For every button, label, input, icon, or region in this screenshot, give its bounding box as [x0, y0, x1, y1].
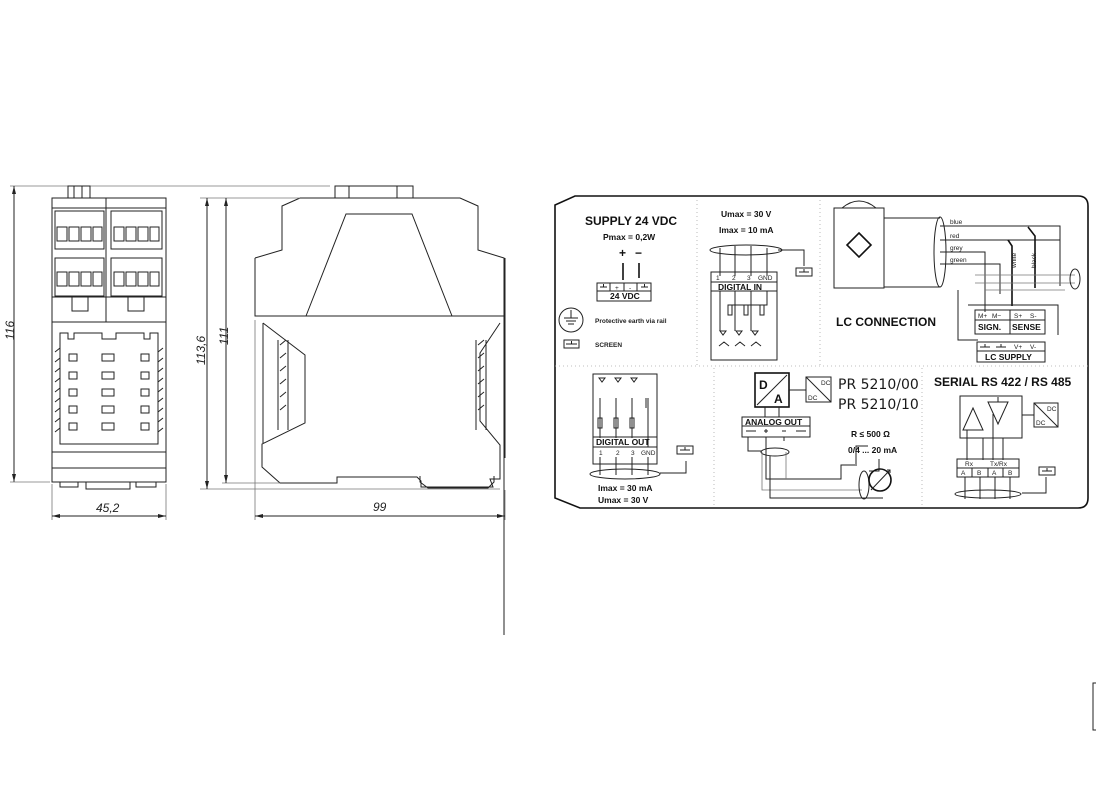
dc-dc-converter-icon: DC DC [805, 376, 832, 403]
digital-in-umax: Umax = 30 V [721, 209, 772, 219]
load-resistance: R ≤ 500 Ω [851, 429, 890, 439]
protective-earth-icon [558, 307, 584, 333]
txrx-label: Tx/Rx [990, 461, 1008, 468]
serial-terminal-a1: A [961, 470, 966, 477]
earth-legend: Protective earth via rail [595, 318, 667, 325]
rx-label: Rx [965, 461, 974, 468]
digital-in-label: DIGITAL IN [718, 282, 762, 292]
digital-out-terminal-3: 3 [631, 450, 635, 457]
wire-grey: grey [950, 245, 963, 252]
serial-section: SERIAL RS 422 / RS 485 DC DC Rx Tx/Rx A … [934, 375, 1072, 499]
lc-supply-v-plus: V+ [1014, 344, 1022, 351]
current-range: 0/4 ... 20 mA [848, 445, 897, 455]
model-pr-5210-00: PR 5210/00 [838, 377, 919, 393]
digital-out-terminal-gnd: GND [641, 450, 656, 457]
page-edge-mark [1092, 682, 1096, 731]
plus-sign: + [619, 246, 626, 260]
ammeter-icon [868, 468, 892, 492]
supply-section: SUPPLY 24 VDC Pmax = 0,2W + − + - 24 VDC… [558, 214, 677, 349]
screen-legend: SCREEN [595, 342, 622, 349]
dimension-116: 116 [3, 321, 17, 340]
terminal-minus: - [629, 285, 631, 292]
dimension-111: 111 [217, 327, 231, 345]
serial-dc-dc-icon: DC DC [1033, 402, 1059, 428]
analog-out-label: ANALOG OUT [745, 417, 803, 427]
lc-connection-title: LC CONNECTION [836, 315, 936, 329]
serial-terminal-a2: A [992, 470, 997, 477]
digital-in-terminal-2: 2 [732, 275, 736, 282]
terminal-plus: + [615, 285, 619, 292]
dac-a: A [774, 392, 783, 406]
digital-out-label: DIGITAL OUT [596, 437, 650, 447]
dimension-45-2: 45,2 [96, 501, 120, 515]
digital-in-imax: Imax = 10 mA [719, 225, 774, 235]
model-pr-5210-10: PR 5210/10 [838, 397, 919, 413]
load-cell-bridge-icon [845, 231, 873, 259]
supply-terminal-label: 24 VDC [610, 291, 640, 301]
dimension-99: 99 [373, 500, 387, 514]
wire-green: green [950, 257, 967, 264]
lc-supply-label: LC SUPPLY [985, 352, 1032, 362]
digital-in-terminal-gnd: GND [758, 275, 773, 282]
serial-dc-top: DC [1047, 406, 1057, 413]
serial-terminal-b2: B [1008, 470, 1012, 477]
lc-supply-v-minus: V- [1030, 344, 1036, 351]
digital-out-terminal-1: 1 [599, 450, 603, 457]
wire-red: red [950, 233, 960, 240]
minus-sign: − [635, 246, 642, 260]
digital-out-section: DIGITAL OUT 1 2 3 GND Imax = 30 mA Umax … [589, 373, 694, 505]
supply-pmax: Pmax = 0,2W [603, 232, 656, 242]
sense-label: SENSE [1012, 322, 1041, 332]
supply-title: SUPPLY 24 VDC [585, 214, 677, 228]
sign-label: SIGN. [978, 322, 1001, 332]
wire-black: black [1031, 252, 1038, 268]
wire-blue: blue [950, 219, 963, 226]
sense-terminal-s-plus: S+ [1014, 313, 1022, 320]
digital-out-umax: Umax = 30 V [598, 495, 649, 505]
digital-in-terminal-1: 1 [716, 275, 720, 282]
serial-terminal-b1: B [977, 470, 981, 477]
dc-bottom: DC [808, 395, 818, 402]
digital-in-section: Umax = 30 V Imax = 10 mA 1 2 3 GND DIGIT… [709, 209, 813, 361]
sense-terminal-s-minus: S- [1030, 313, 1037, 320]
dimension-113-6: 113,6 [194, 336, 208, 365]
connection-label: SUPPLY 24 VDC Pmax = 0,2W + − + - 24 VDC… [554, 195, 1089, 509]
wire-white: white [1011, 252, 1018, 269]
digital-out-imax: Imax = 30 mA [598, 483, 653, 493]
dc-top: DC [821, 380, 831, 387]
screen-ground-icon [563, 339, 580, 349]
side-view: 113,6 111 99 [194, 185, 506, 635]
sense-terminal-m-minus: M− [992, 313, 1001, 320]
serial-dc-bottom: DC [1036, 420, 1046, 427]
dac-d: D [759, 378, 768, 392]
serial-title: SERIAL RS 422 / RS 485 [934, 375, 1072, 389]
sense-terminal-m-plus: M+ [978, 313, 987, 320]
digital-in-terminal-3: 3 [747, 275, 751, 282]
lc-connection-section: blue red grey green white black M+ M− S+… [833, 200, 1081, 363]
analog-out-section: D A DC DC PR 5210/00 PR 5210/10 ANALOG O… [741, 372, 919, 500]
digital-out-terminal-2: 2 [616, 450, 620, 457]
front-view: 116 45,2 [3, 185, 330, 520]
